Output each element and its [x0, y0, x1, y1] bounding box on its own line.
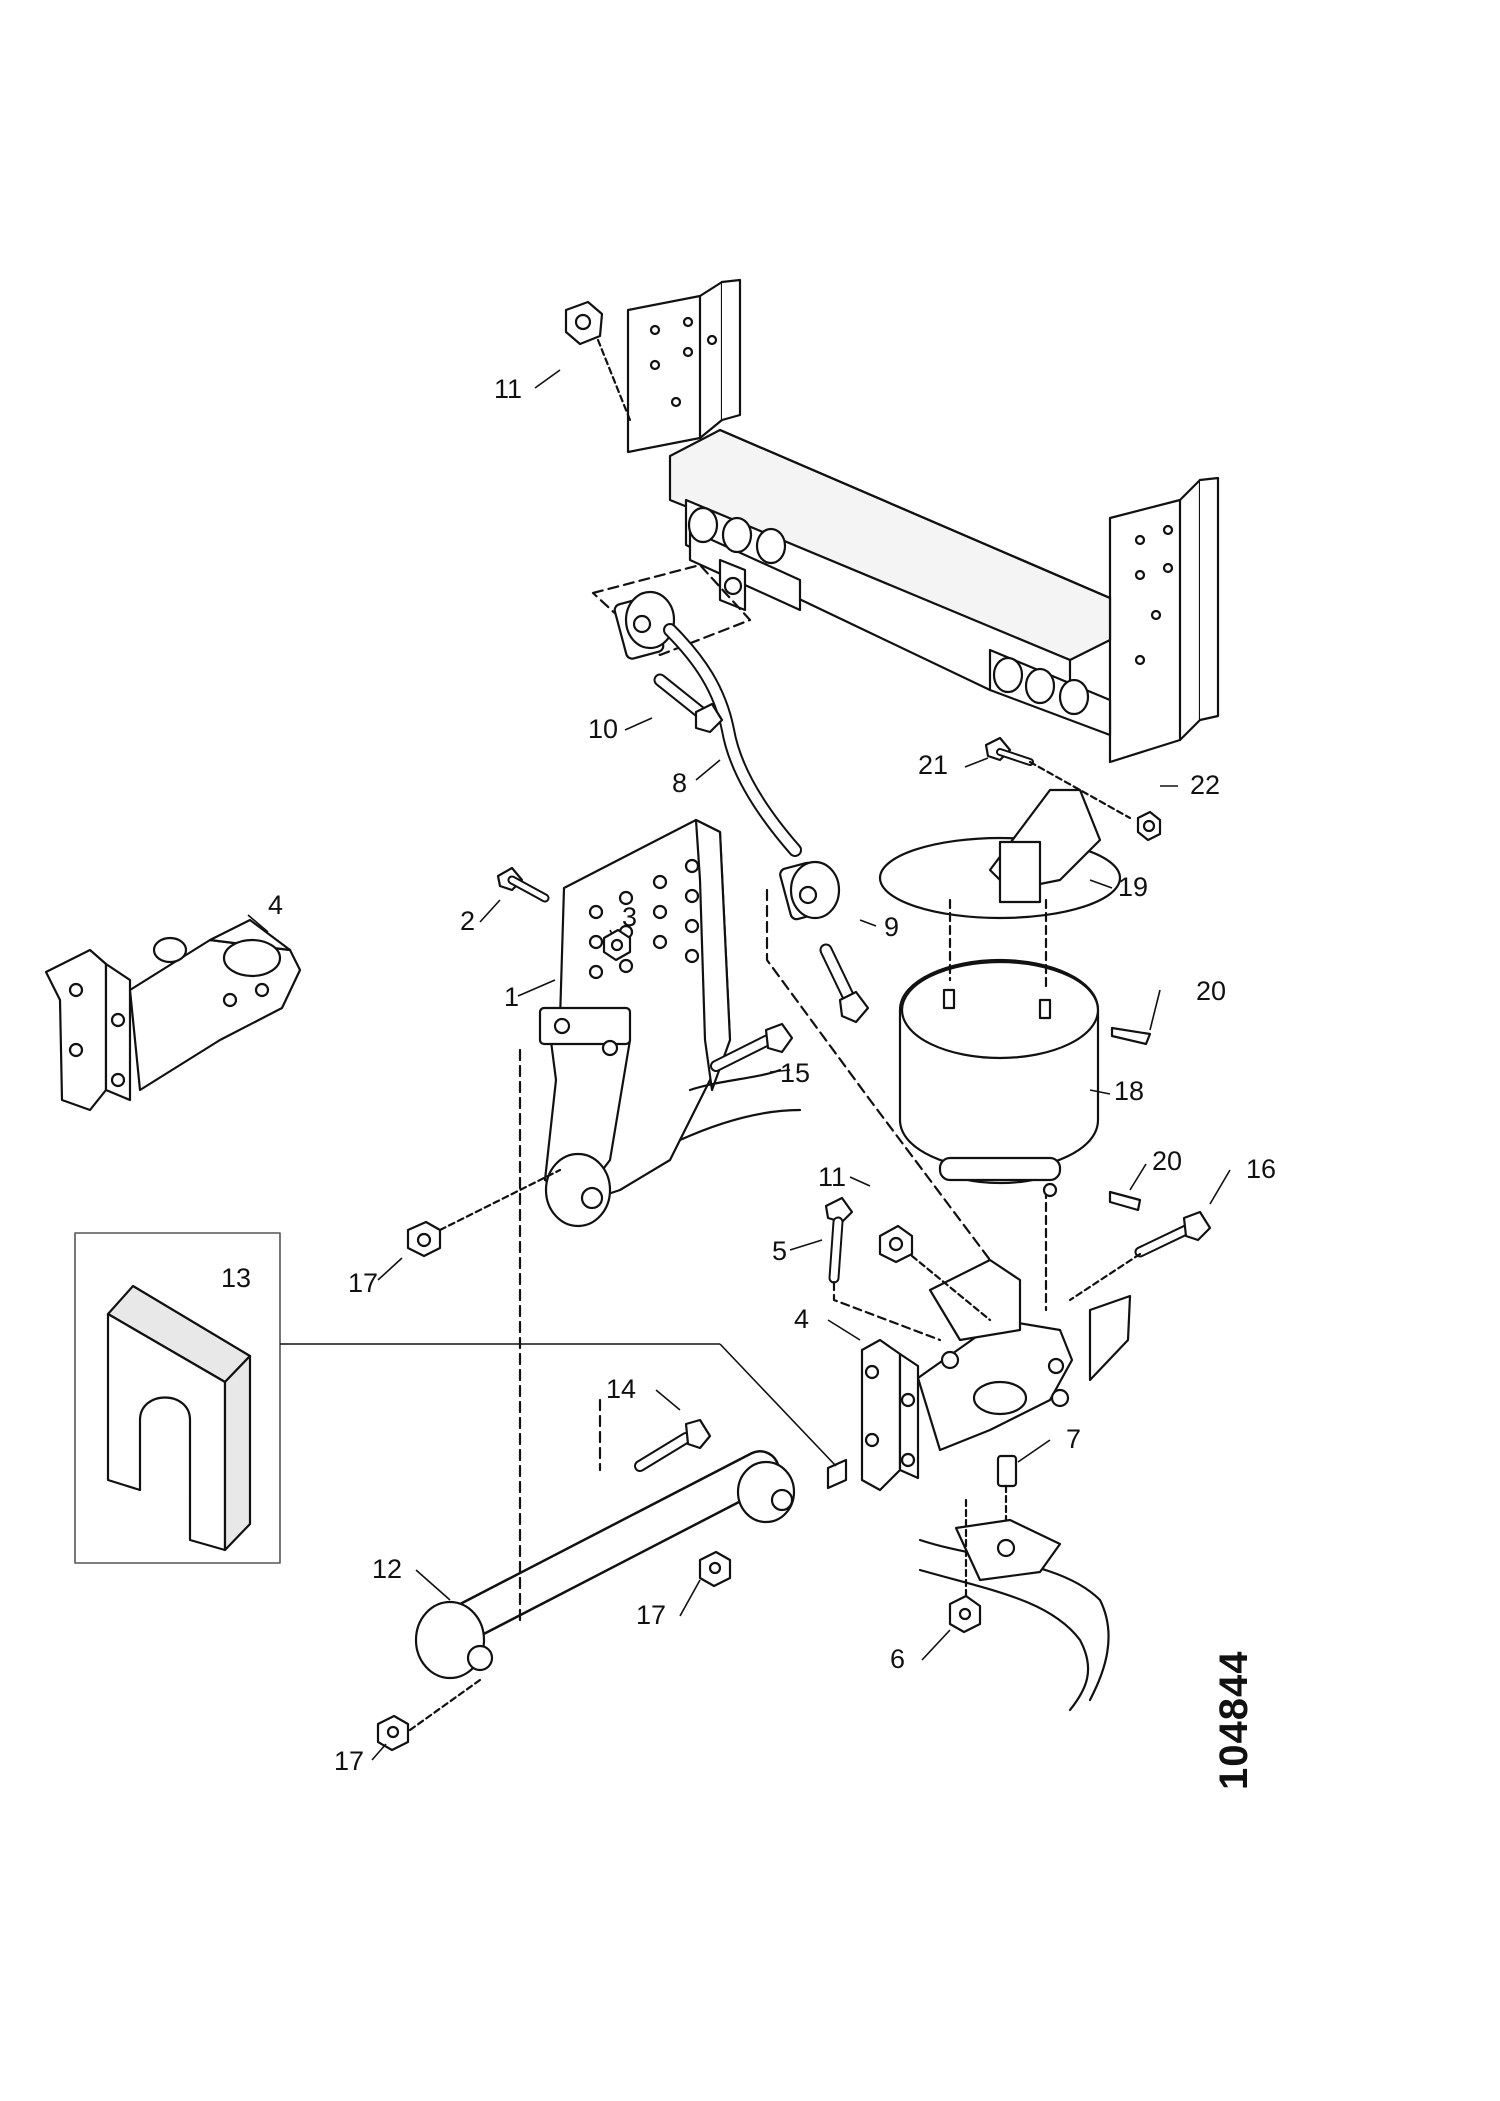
lower-link-12: [414, 1450, 796, 1680]
nut-11-mid: [878, 1224, 914, 1264]
axle-mount-4-center: [860, 1258, 1132, 1492]
callout-22: 22: [1190, 770, 1221, 800]
nut-17-bottom: [376, 1714, 410, 1752]
callout-7: 7: [1066, 1424, 1082, 1454]
nut-6: [948, 1594, 982, 1634]
callout-20-bottom: 20: [1152, 1146, 1183, 1176]
bolt-5: [824, 1196, 854, 1284]
callout-16: 16: [1246, 1154, 1277, 1184]
axle-beam: [918, 1518, 1110, 1712]
callout-8: 8: [672, 768, 688, 798]
callout-17-mid: 17: [348, 1268, 379, 1298]
callout-13: 13: [221, 1263, 252, 1293]
pin-20-top: [1110, 1026, 1152, 1046]
drawing-number: 104844: [1212, 1650, 1256, 1790]
nut-17-lower: [698, 1550, 732, 1588]
nut-11-top: [564, 300, 604, 346]
air-spring-18: [878, 788, 1122, 1312]
callout-11-top: 11: [494, 374, 523, 404]
callout-4-left: 4: [268, 890, 284, 920]
nut-3: [602, 928, 632, 962]
bolt-10: [653, 673, 724, 734]
callout-10: 10: [588, 714, 619, 744]
callout-15: 15: [780, 1058, 811, 1088]
upper-link-8: [613, 590, 841, 921]
callout-3: 3: [622, 902, 638, 932]
nut-22: [1136, 810, 1162, 842]
callout-19: 19: [1118, 872, 1149, 902]
callout-2: 2: [460, 906, 476, 936]
callout-4-center: 4: [794, 1304, 810, 1334]
pin-20-bottom: [1042, 1182, 1142, 1212]
leader-lines: [247, 369, 1231, 1761]
callout-9: 9: [884, 912, 900, 942]
frame-crossmember: [626, 278, 1220, 764]
callout-6: 6: [890, 1644, 906, 1674]
callout-14: 14: [606, 1374, 637, 1404]
bolt-14: [634, 1418, 712, 1472]
callout-17-lower: 17: [636, 1600, 667, 1630]
callout-11-mid: 11: [818, 1162, 847, 1192]
nut-17-mid: [406, 1220, 442, 1258]
callout-20-top: 20: [1196, 976, 1227, 1006]
bolt-21: [984, 736, 1034, 766]
callout-1: 1: [504, 982, 520, 1012]
bolt-15: [710, 1022, 794, 1072]
inset-box-13: [74, 1232, 281, 1564]
hanger-bracket-1: [538, 818, 732, 1228]
callout-21: 21: [918, 750, 949, 780]
stud-7: [996, 1454, 1018, 1488]
axle-mount-4-left-view: [44, 918, 302, 1112]
bolt-2: [496, 866, 550, 903]
callout-18: 18: [1114, 1076, 1145, 1106]
bolt-9: [819, 943, 870, 1024]
callout-12: 12: [372, 1554, 403, 1584]
callout-17-bottom: 17: [334, 1746, 365, 1776]
callout-5: 5: [772, 1236, 788, 1266]
bolt-16: [1134, 1210, 1212, 1258]
